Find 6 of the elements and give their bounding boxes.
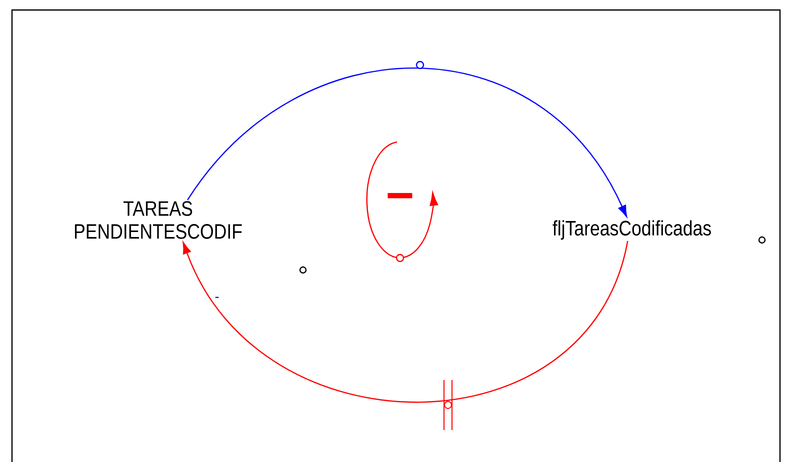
variable-label: TAREAS PENDIENTESCODIF [74,201,242,239]
polarity-sign: - [388,193,412,198]
variable-label: fljTareasCodificadas [552,220,711,240]
arrow [182,240,628,403]
arrow [187,68,628,218]
polarity-sign: - [215,296,219,298]
